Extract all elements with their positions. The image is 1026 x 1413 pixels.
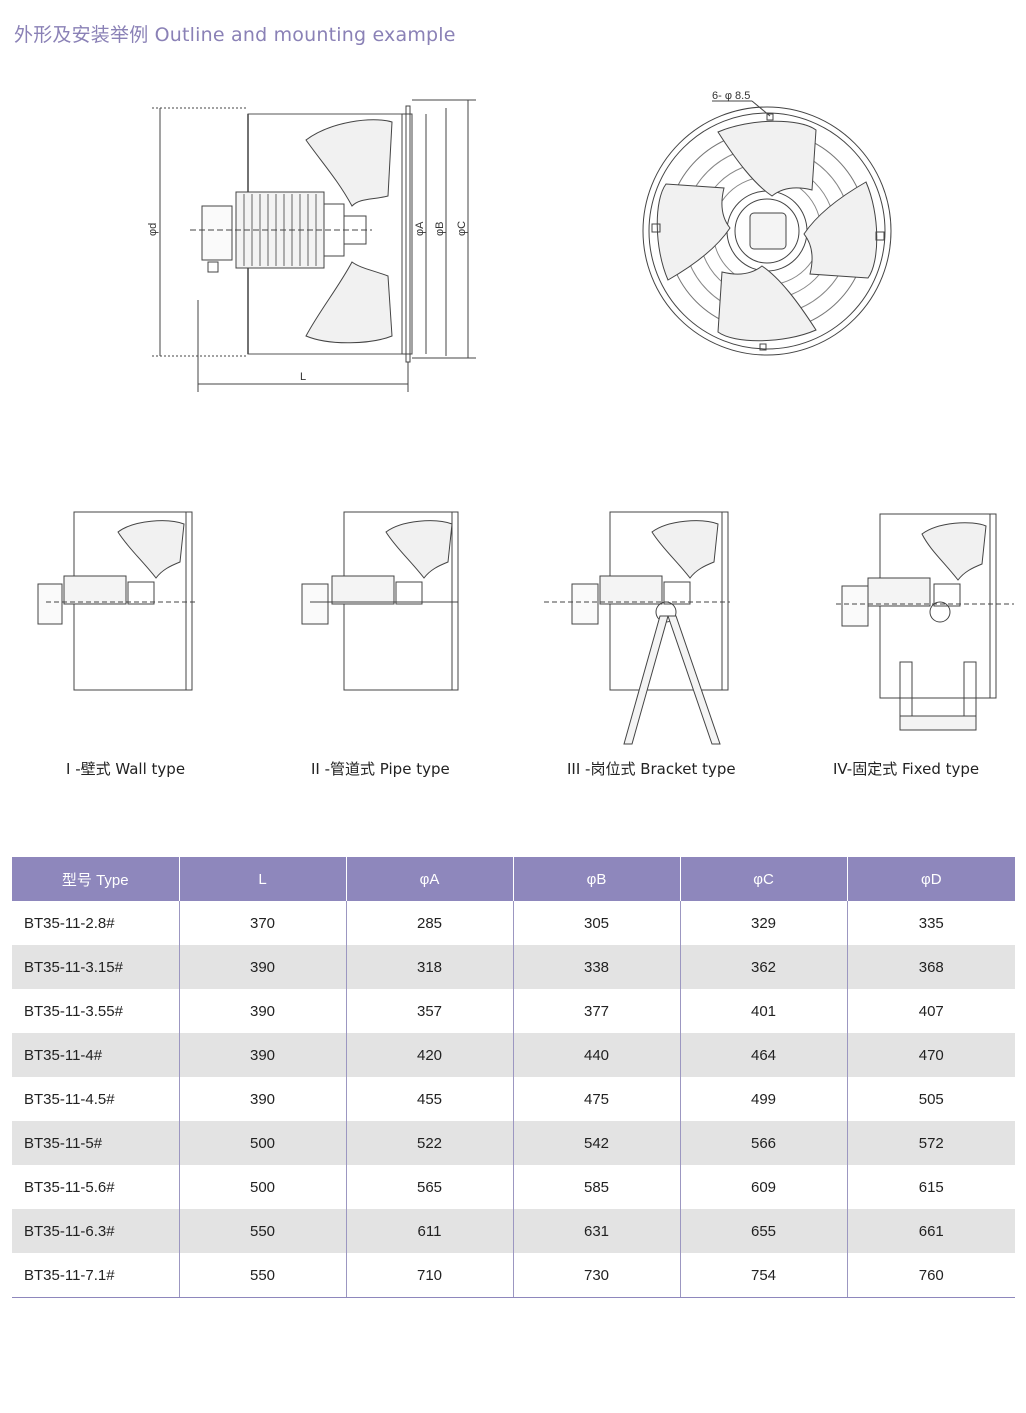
- cell-c: 362: [680, 945, 848, 989]
- header-b: φB: [513, 857, 681, 901]
- cell-b: 475: [513, 1077, 681, 1121]
- header-a: φA: [346, 857, 514, 901]
- side-view-drawing: φd φA φB φC L: [147, 99, 476, 392]
- cell-b: 377: [513, 989, 681, 1033]
- caption-bracket-type: III -岗位式 Bracket type: [567, 760, 736, 778]
- table-row: BT35-11-5# 500 522 542 566 572: [12, 1121, 1015, 1165]
- front-view-drawing: 6- φ 8.5: [642, 90, 892, 356]
- cell-a: 318: [346, 945, 514, 989]
- cell-b: 542: [513, 1121, 681, 1165]
- cell-a: 285: [346, 901, 514, 945]
- cell-l: 370: [179, 901, 347, 945]
- cell-c: 329: [680, 901, 848, 945]
- cell-b: 305: [513, 901, 681, 945]
- table-row: BT35-11-4# 390 420 440 464 470: [12, 1033, 1015, 1077]
- cell-d: 368: [847, 945, 1015, 989]
- mounting-bracket-drawing: [544, 511, 730, 745]
- header-type: 型号 Type: [12, 857, 180, 901]
- cell-l: 390: [179, 1033, 347, 1077]
- cell-type: BT35-11-5.6#: [12, 1165, 180, 1209]
- cell-a: 357: [346, 989, 514, 1033]
- dim-label-a: φA: [414, 221, 426, 236]
- table-row: BT35-11-2.8# 370 285 305 329 335: [12, 901, 1015, 945]
- mounting-pipe-drawing: [301, 511, 459, 691]
- cell-l: 550: [179, 1253, 347, 1298]
- cell-type: BT35-11-3.55#: [12, 989, 180, 1033]
- spec-table: 型号 Type L φA φB φC φD BT35-11-2.8# 370 2…: [12, 857, 1015, 1298]
- cell-d: 572: [847, 1121, 1015, 1165]
- cell-type: BT35-11-7.1#: [12, 1253, 180, 1298]
- cell-l: 550: [179, 1209, 347, 1253]
- cell-a: 611: [346, 1209, 514, 1253]
- cell-c: 464: [680, 1033, 848, 1077]
- cell-a: 565: [346, 1165, 514, 1209]
- dim-label-b: φB: [434, 222, 446, 236]
- cell-type: BT35-11-5#: [12, 1121, 180, 1165]
- cell-d: 470: [847, 1033, 1015, 1077]
- table-row: BT35-11-5.6# 500 565 585 609 615: [12, 1165, 1015, 1209]
- cell-type: BT35-11-4.5#: [12, 1077, 180, 1121]
- dim-label-c: φC: [456, 221, 468, 236]
- table-row: BT35-11-3.55# 390 357 377 401 407: [12, 989, 1015, 1033]
- cell-type: BT35-11-2.8#: [12, 901, 180, 945]
- caption-fixed-type: IV-固定式 Fixed type: [833, 760, 980, 778]
- cell-l: 390: [179, 989, 347, 1033]
- cell-d: 661: [847, 1209, 1015, 1253]
- cell-b: 440: [513, 1033, 681, 1077]
- cell-c: 499: [680, 1077, 848, 1121]
- header-d: φD: [847, 857, 1015, 901]
- caption-pipe-type: II -管道式 Pipe type: [311, 760, 450, 778]
- mounting-fixed-drawing: [836, 513, 1014, 731]
- cell-b: 631: [513, 1209, 681, 1253]
- cell-b: 730: [513, 1253, 681, 1298]
- cell-c: 609: [680, 1165, 848, 1209]
- cell-d: 407: [918, 1002, 944, 1020]
- dim-label-d: φd: [147, 223, 159, 236]
- cell-b: 585: [513, 1165, 681, 1209]
- table-header-row: 型号 Type L φA φB φC φD: [12, 857, 1015, 901]
- cell-a: 522: [346, 1121, 514, 1165]
- hole-label: 6- φ 8.5: [712, 90, 750, 102]
- cell-a: 710: [346, 1253, 514, 1298]
- header-c: φC: [680, 857, 848, 901]
- cell-c: 754: [680, 1253, 848, 1298]
- table-row: BT35-11-7.1# 550 710 730 754 760: [12, 1253, 1015, 1298]
- cell-a: 455: [346, 1077, 514, 1121]
- cell-a: 420: [346, 1033, 514, 1077]
- cell-c: 655: [680, 1209, 848, 1253]
- page-title: 外形及安装举例 Outline and mounting example: [14, 24, 456, 46]
- cell-l: 500: [179, 1165, 347, 1209]
- cell-b: 338: [513, 945, 681, 989]
- cell-d: 615: [918, 1178, 944, 1196]
- caption-wall-type: I -壁式 Wall type: [66, 760, 186, 778]
- header-l: L: [179, 857, 347, 901]
- cell-c: 566: [680, 1121, 848, 1165]
- cell-type: BT35-11-4#: [12, 1033, 180, 1077]
- cell-type: BT35-11-6.3#: [12, 1209, 180, 1253]
- table-row: BT35-11-3.15# 390 318 338 362 368: [12, 945, 1015, 989]
- cell-d: 335: [918, 914, 944, 932]
- cell-d: 760: [847, 1253, 1015, 1298]
- cell-c: 401: [680, 989, 848, 1033]
- cell-type: BT35-11-3.15#: [12, 945, 180, 989]
- cell-l: 500: [179, 1121, 347, 1165]
- table-row: BT35-11-6.3# 550 611 631 655 661: [12, 1209, 1015, 1253]
- table-row: BT35-11-4.5# 390 455 475 499 505: [12, 1077, 1015, 1121]
- dim-label-l: L: [300, 371, 306, 383]
- cell-l: 390: [179, 945, 347, 989]
- cell-d: 505: [918, 1090, 944, 1108]
- cell-l: 390: [179, 1077, 347, 1121]
- mounting-wall-drawing: [37, 511, 196, 691]
